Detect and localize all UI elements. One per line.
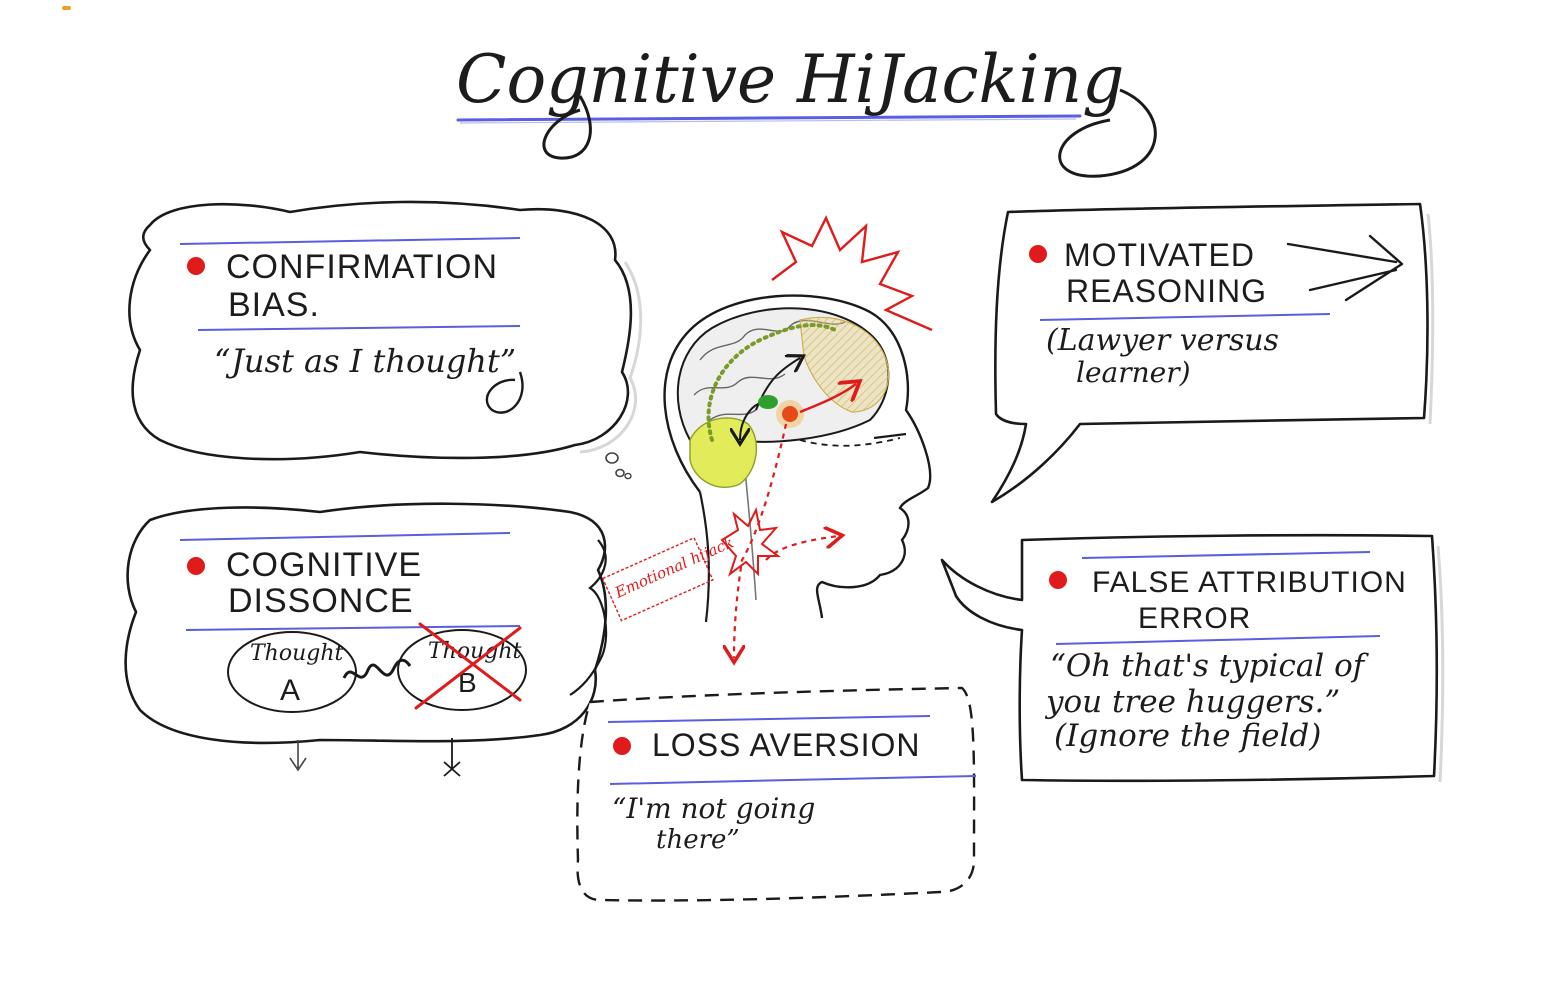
motivated-reasoning-outline bbox=[990, 202, 1429, 504]
confirmation-bias-cloud-shadow bbox=[579, 261, 643, 454]
confirmation-bias-cloud-outline bbox=[128, 200, 633, 461]
motivated-reasoning-underline bbox=[1039, 313, 1331, 321]
amygdala-hotspot-glow bbox=[776, 400, 804, 428]
title-loop-left bbox=[542, 95, 592, 160]
frontal-lobe bbox=[799, 316, 890, 413]
brain-red-arrow bbox=[799, 384, 856, 414]
title-loop-right bbox=[1058, 88, 1157, 178]
false-attribution-quote-line1: “Oh that's typical of bbox=[1050, 648, 1370, 684]
corner-mark bbox=[62, 6, 71, 10]
motivated-reasoning-heading-line1: MOTIVATED bbox=[1064, 237, 1255, 273]
head-outline bbox=[663, 294, 932, 619]
false-attribution-underline bbox=[1055, 635, 1381, 645]
thought-bubble-3 bbox=[624, 472, 632, 480]
thought-a-down-arrow bbox=[289, 740, 307, 772]
loss-aversion-quote-line1: “I'm not going bbox=[612, 792, 815, 825]
motivated-reasoning-heading-line2: REASONING bbox=[1066, 273, 1267, 309]
dissonance-zigzag bbox=[342, 658, 412, 679]
frontal-lobe-tint bbox=[800, 317, 889, 412]
cognitive-dissonance-heading-line1: COGNITIVE bbox=[226, 546, 422, 584]
cognitive-dissonance-cloud-outline bbox=[124, 502, 608, 745]
head-spine bbox=[743, 459, 757, 601]
confirmation-bias-heading-underline bbox=[179, 237, 521, 245]
confirmation-bias-cloud: CONFIRMATION BIAS. “Just as I thought” bbox=[128, 200, 643, 480]
false-attribution-heading-line1: FALSE ATTRIBUTION bbox=[1092, 566, 1407, 599]
thought-bubble-2 bbox=[615, 468, 625, 478]
red-burst bbox=[771, 215, 933, 332]
amygdala-hotspot bbox=[782, 406, 798, 422]
amygdala-green bbox=[758, 395, 778, 409]
thought-b-letter: B bbox=[458, 667, 478, 698]
thought-bubble-1 bbox=[605, 452, 619, 464]
loss-aversion-heading: LOSS AVERSION bbox=[652, 727, 921, 763]
false-attribution-quote-line3: (Ignore the field) bbox=[1054, 718, 1321, 754]
cognitive-dissonance-heading-line2: DISSONCE bbox=[228, 582, 414, 620]
thought-b-down-arrow bbox=[443, 738, 461, 777]
thought-b-label: Thought bbox=[428, 639, 522, 664]
hijack-label-group: Emotional hijack bbox=[601, 533, 736, 622]
false-attribution-quote-line2: you tree huggers.” bbox=[1044, 684, 1340, 720]
title-group: Cognitive HiJacking bbox=[456, 41, 1157, 178]
loss-aversion-box: LOSS AVERSION “I'm not going there” bbox=[576, 686, 977, 902]
thought-b-cross-2 bbox=[414, 626, 522, 710]
confirmation-bias-quote-loop bbox=[485, 371, 524, 414]
false-attribution-top-underline bbox=[1081, 551, 1371, 559]
loss-aversion-top-underline bbox=[607, 715, 931, 723]
cognitive-dissonance-heading-underline bbox=[179, 532, 511, 541]
false-attribution-outline bbox=[940, 533, 1439, 783]
loss-aversion-outline bbox=[576, 686, 976, 902]
confirmation-bias-quote: “Just as I thought” bbox=[214, 342, 516, 380]
thought-a-label: Thought bbox=[250, 641, 344, 666]
cognitive-dissonance-cloud: COGNITIVE DISSONCE Thought A Thought B bbox=[124, 502, 608, 777]
head-illustration: Emotional hijack bbox=[601, 215, 933, 658]
cognitive-dissonance-sub-underline bbox=[185, 625, 521, 631]
green-dotted-path bbox=[706, 323, 837, 442]
false-attribution-shadow bbox=[1436, 545, 1445, 783]
false-attribution-heading-line2: ERROR bbox=[1138, 602, 1251, 635]
motivated-reasoning-arrow bbox=[1286, 234, 1404, 302]
hijack-label: Emotional hijack bbox=[611, 533, 736, 602]
title-underline-shadow bbox=[459, 118, 1077, 124]
confirmation-bias-bullet bbox=[187, 257, 205, 275]
motivated-reasoning-shadow bbox=[1426, 213, 1435, 425]
cerebellum bbox=[689, 417, 758, 489]
page-title: Cognitive HiJacking bbox=[456, 41, 1124, 118]
red-dotted-down bbox=[734, 423, 788, 658]
false-attribution-bullet bbox=[1049, 571, 1067, 589]
dissonance-brace bbox=[569, 539, 608, 696]
head-back-neck bbox=[698, 491, 710, 623]
loss-aversion-quote-line2: there” bbox=[656, 825, 740, 855]
motivated-reasoning-sub-line1: (Lawyer versus bbox=[1046, 323, 1279, 358]
head-dashed-guide bbox=[799, 437, 901, 447]
motivated-reasoning-sub-line2: learner) bbox=[1076, 356, 1191, 389]
thought-b-ellipse bbox=[397, 629, 527, 711]
false-attribution-bubble: FALSE ATTRIBUTION ERROR “Oh that's typic… bbox=[940, 533, 1445, 783]
loss-aversion-underline bbox=[609, 775, 977, 785]
confirmation-bias-heading-line2: BIAS. bbox=[228, 286, 320, 324]
thought-a-ellipse bbox=[227, 631, 357, 713]
cognitive-dissonance-bullet bbox=[187, 557, 205, 575]
loss-aversion-bullet bbox=[613, 737, 631, 755]
thought-b-cross-1 bbox=[418, 622, 522, 702]
confirmation-bias-quote-underline bbox=[197, 325, 521, 331]
confirmation-bias-heading-line1: CONFIRMATION bbox=[226, 248, 498, 286]
motivated-reasoning-bullet bbox=[1029, 245, 1047, 263]
thought-a-letter: A bbox=[280, 674, 301, 707]
head-eye bbox=[873, 432, 907, 440]
motivated-reasoning-bubble: MOTIVATED REASONING (Lawyer versus learn… bbox=[990, 202, 1435, 504]
neck-burst bbox=[720, 506, 781, 577]
